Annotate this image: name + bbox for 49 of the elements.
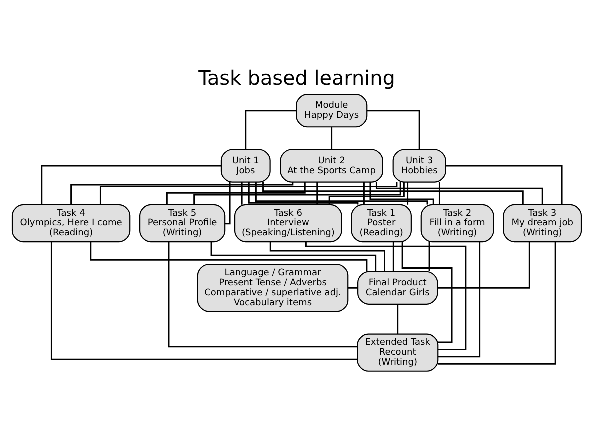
- connector: [328, 182, 405, 204]
- connector: [376, 182, 544, 204]
- connector: [428, 242, 430, 271]
- connector: [438, 242, 481, 358]
- connector: [402, 242, 453, 343]
- connector: [438, 242, 556, 364]
- connector: [438, 182, 440, 204]
- connector: [90, 242, 368, 272]
- connector: [397, 304, 399, 334]
- connector: [245, 110, 296, 149]
- node-box: Task 5 Personal Profile (Writing): [140, 204, 226, 242]
- node-box: Task 4 Olympics, Here I come (Reading): [12, 204, 131, 242]
- node-box: Task 6 Interview (Speaking/Listening): [234, 204, 342, 242]
- connector: [210, 242, 377, 271]
- connector: [331, 126, 333, 149]
- connector: [166, 182, 306, 204]
- node-box: Final Product Calendar Girls: [358, 270, 438, 304]
- connector: [100, 182, 398, 204]
- connector: [367, 110, 420, 149]
- node-box: Extended Task Recount (Writing): [357, 333, 439, 372]
- connector: [225, 182, 231, 224]
- connector: [241, 182, 243, 204]
- connector: [446, 164, 563, 204]
- connector: [407, 182, 409, 204]
- connector: [348, 286, 358, 288]
- connector: [248, 182, 359, 204]
- connector: [262, 182, 524, 204]
- connector: [364, 182, 365, 204]
- node-box: Module Happy Days: [296, 94, 368, 128]
- node-box: Unit 1 Jobs: [220, 148, 271, 182]
- node-box: Unit 2 At the Sports Camp: [280, 148, 384, 182]
- connector: [370, 182, 434, 204]
- node-box: Unit 3 Hobbies: [392, 148, 446, 182]
- node-box: Language / Grammar Present Tense / Adverbs Comparative / superlative adj. Vocabulary items: [197, 264, 349, 312]
- connector: [392, 242, 394, 271]
- connector: [194, 182, 402, 204]
- connector: [70, 182, 294, 204]
- connector: [168, 242, 358, 348]
- connector: [438, 242, 530, 288]
- connector: [270, 242, 386, 272]
- connector: [316, 182, 318, 204]
- node-box: Task 2 Fill in a form (Writing): [420, 204, 494, 242]
- node-box: Task 3 My dream job (Writing): [503, 204, 582, 242]
- connector: [305, 242, 467, 350]
- diagram-title: Task based learning: [198, 66, 396, 90]
- connector: [41, 164, 222, 204]
- connector: [50, 242, 358, 360]
- connector: [255, 182, 428, 204]
- node-box: Task 1 Poster (Reading): [351, 204, 412, 242]
